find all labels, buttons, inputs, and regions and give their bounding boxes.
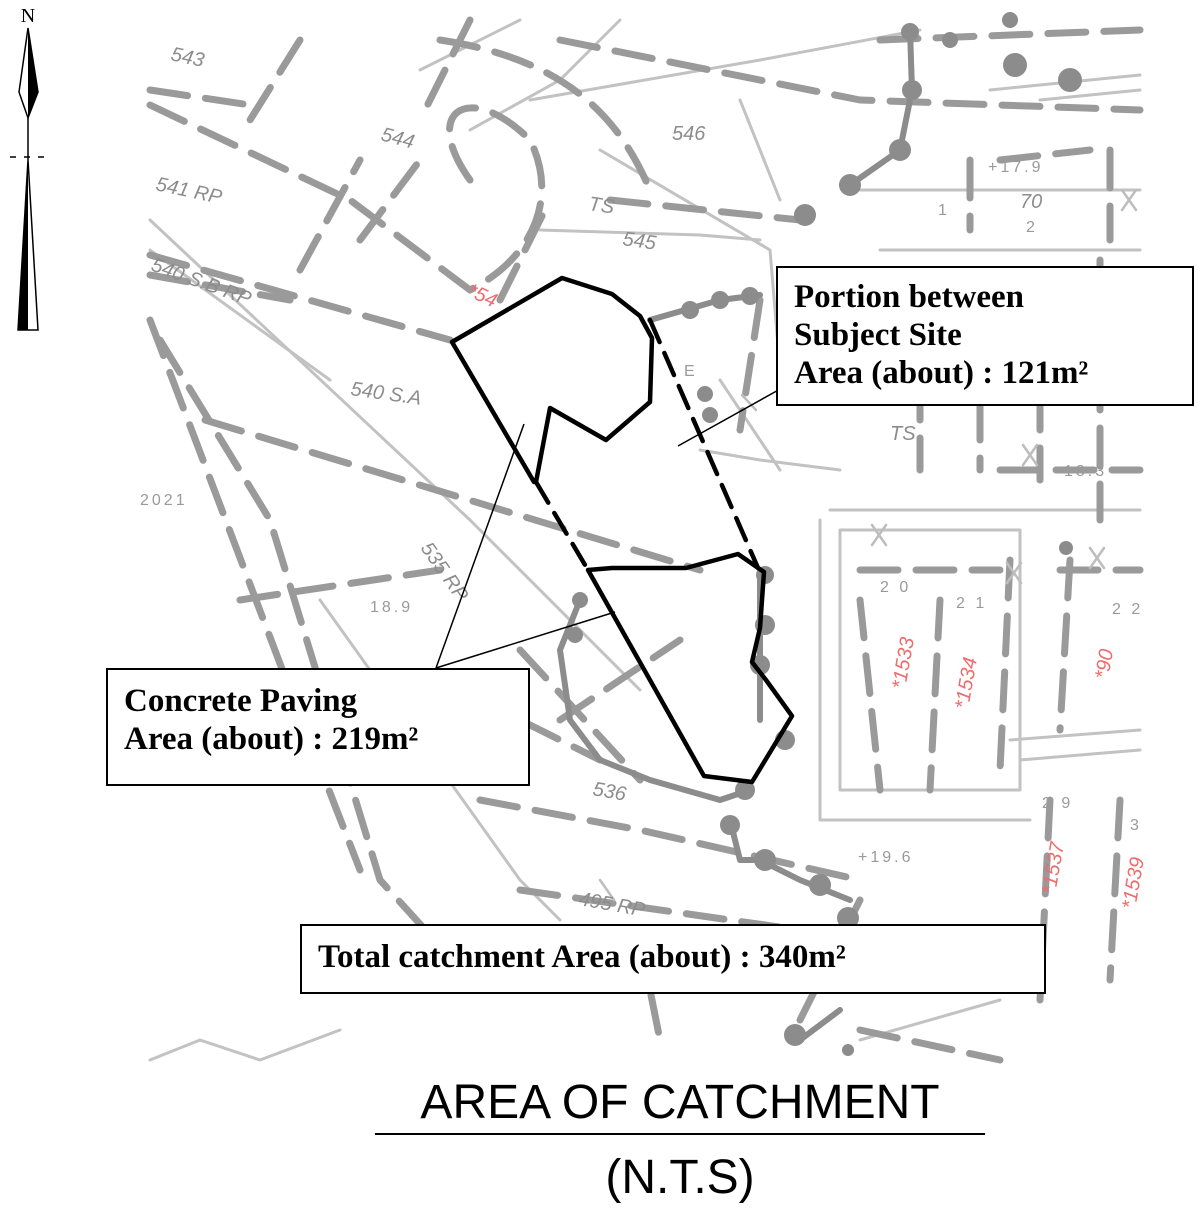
leader-lines [435, 387, 783, 669]
spot-level: +17.9 [988, 159, 1043, 176]
callout-portion-line2: Subject Site [794, 317, 962, 353]
lot-label: 544 [379, 124, 417, 154]
survey-background: 543 544 546 541 RP 545 540 S.B RP 540 S.… [140, 12, 1149, 1064]
catchment-boundary [449, 275, 795, 785]
lot-label: 2021 [140, 492, 188, 509]
spot-level: +19.6 [858, 849, 913, 866]
callout-portion-line3: Area (about) : 121m² [794, 355, 1089, 391]
drawing-title: AREA OF CATCHMENT [420, 1076, 940, 1129]
north-letter: N [21, 5, 35, 27]
unit-number: 2 9 [1042, 795, 1073, 812]
callout-total: Total catchment Area (about) : 340m² [300, 924, 1046, 994]
unit-number: 1 [938, 202, 950, 219]
unit-number: 2 0 [880, 579, 911, 596]
lot-label: TS [890, 423, 916, 445]
unit-number: 2 1 [956, 595, 987, 612]
red-lot-label: *1534 [951, 656, 982, 711]
callout-portion-line1: Portion between [794, 279, 1025, 315]
lot-label: 541 RP [154, 173, 224, 209]
lot-label: 543 [169, 43, 206, 71]
unit-number: 3 [1130, 817, 1142, 834]
lot-label: 545 [621, 228, 658, 255]
unit-number: E [684, 363, 698, 380]
callout-total-line1: Total catchment Area (about) : 340m² [318, 939, 846, 975]
unit-number: 70 [1020, 191, 1042, 213]
red-lot-label: *1537 [1038, 840, 1069, 896]
callout-concrete: Concrete Paving Area (about) : 219m² [106, 668, 530, 786]
spot-level: 18.9 [370, 599, 413, 616]
callout-portion: Portion between Subject Site Area (about… [776, 266, 1194, 406]
red-lot-label: *1539 [1118, 856, 1149, 911]
unit-number: 2 [1026, 219, 1038, 236]
callout-concrete-line2: Area (about) : 219m² [124, 721, 419, 757]
lot-label: 536 [591, 778, 629, 806]
red-lot-label: *1533 [888, 636, 919, 691]
title-underline [375, 1133, 985, 1135]
lot-label: 495 RP [577, 888, 647, 921]
spot-level: 18.3 [1064, 463, 1107, 480]
callout-concrete-line1: Concrete Paving [124, 683, 358, 719]
unit-number: 2 2 [1112, 601, 1143, 618]
lot-label: 540 S.A [349, 378, 423, 410]
lot-label: TS [587, 193, 616, 218]
red-lot-label: *90 [1091, 647, 1118, 680]
drawing-scale-note: (N.T.S) [605, 1151, 755, 1204]
red-lot-label: *54 [464, 280, 501, 313]
lot-label: 546 [672, 123, 706, 145]
north-arrow-icon: N [10, 5, 46, 331]
